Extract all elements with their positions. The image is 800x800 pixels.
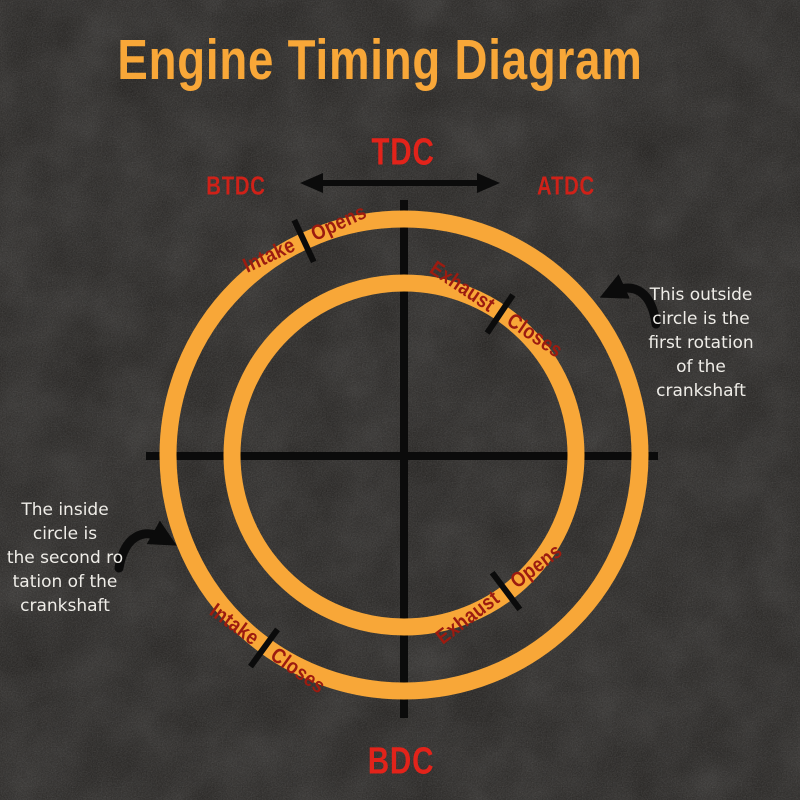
label-tdc: TDC	[371, 131, 435, 174]
annotation-line: This outside	[649, 285, 753, 305]
annotation-line: the second ro	[6, 548, 124, 568]
page-title: Engine Timing Diagram	[117, 28, 643, 92]
inner-rotation-circle	[223, 274, 585, 636]
annotation-line: tation of the	[12, 572, 118, 592]
annotation-line: The inside	[21, 500, 109, 520]
annotation-outer-circle: This outside circle is the first rotatio…	[634, 283, 768, 403]
annotation-line: first rotation	[648, 333, 754, 353]
label-bdc: BDC	[367, 740, 435, 783]
outer-rotation-circle	[159, 210, 649, 700]
label-btdc: BTDC	[206, 170, 266, 201]
annotation-line: circle is	[32, 524, 98, 544]
annotation-line: crankshaft	[20, 596, 110, 616]
label-atdc: ATDC	[537, 170, 595, 201]
tdc-double-arrow-icon	[300, 173, 500, 193]
annotation-line: of the	[676, 357, 726, 377]
annotation-line: circle is the	[652, 309, 750, 329]
curved-arrow-right-icon	[599, 274, 661, 329]
annotation-inner-circle: The inside circle is the second ro tatio…	[4, 498, 126, 618]
curved-arrow-left-icon	[114, 520, 177, 573]
annotation-line: crankshaft	[656, 381, 746, 401]
